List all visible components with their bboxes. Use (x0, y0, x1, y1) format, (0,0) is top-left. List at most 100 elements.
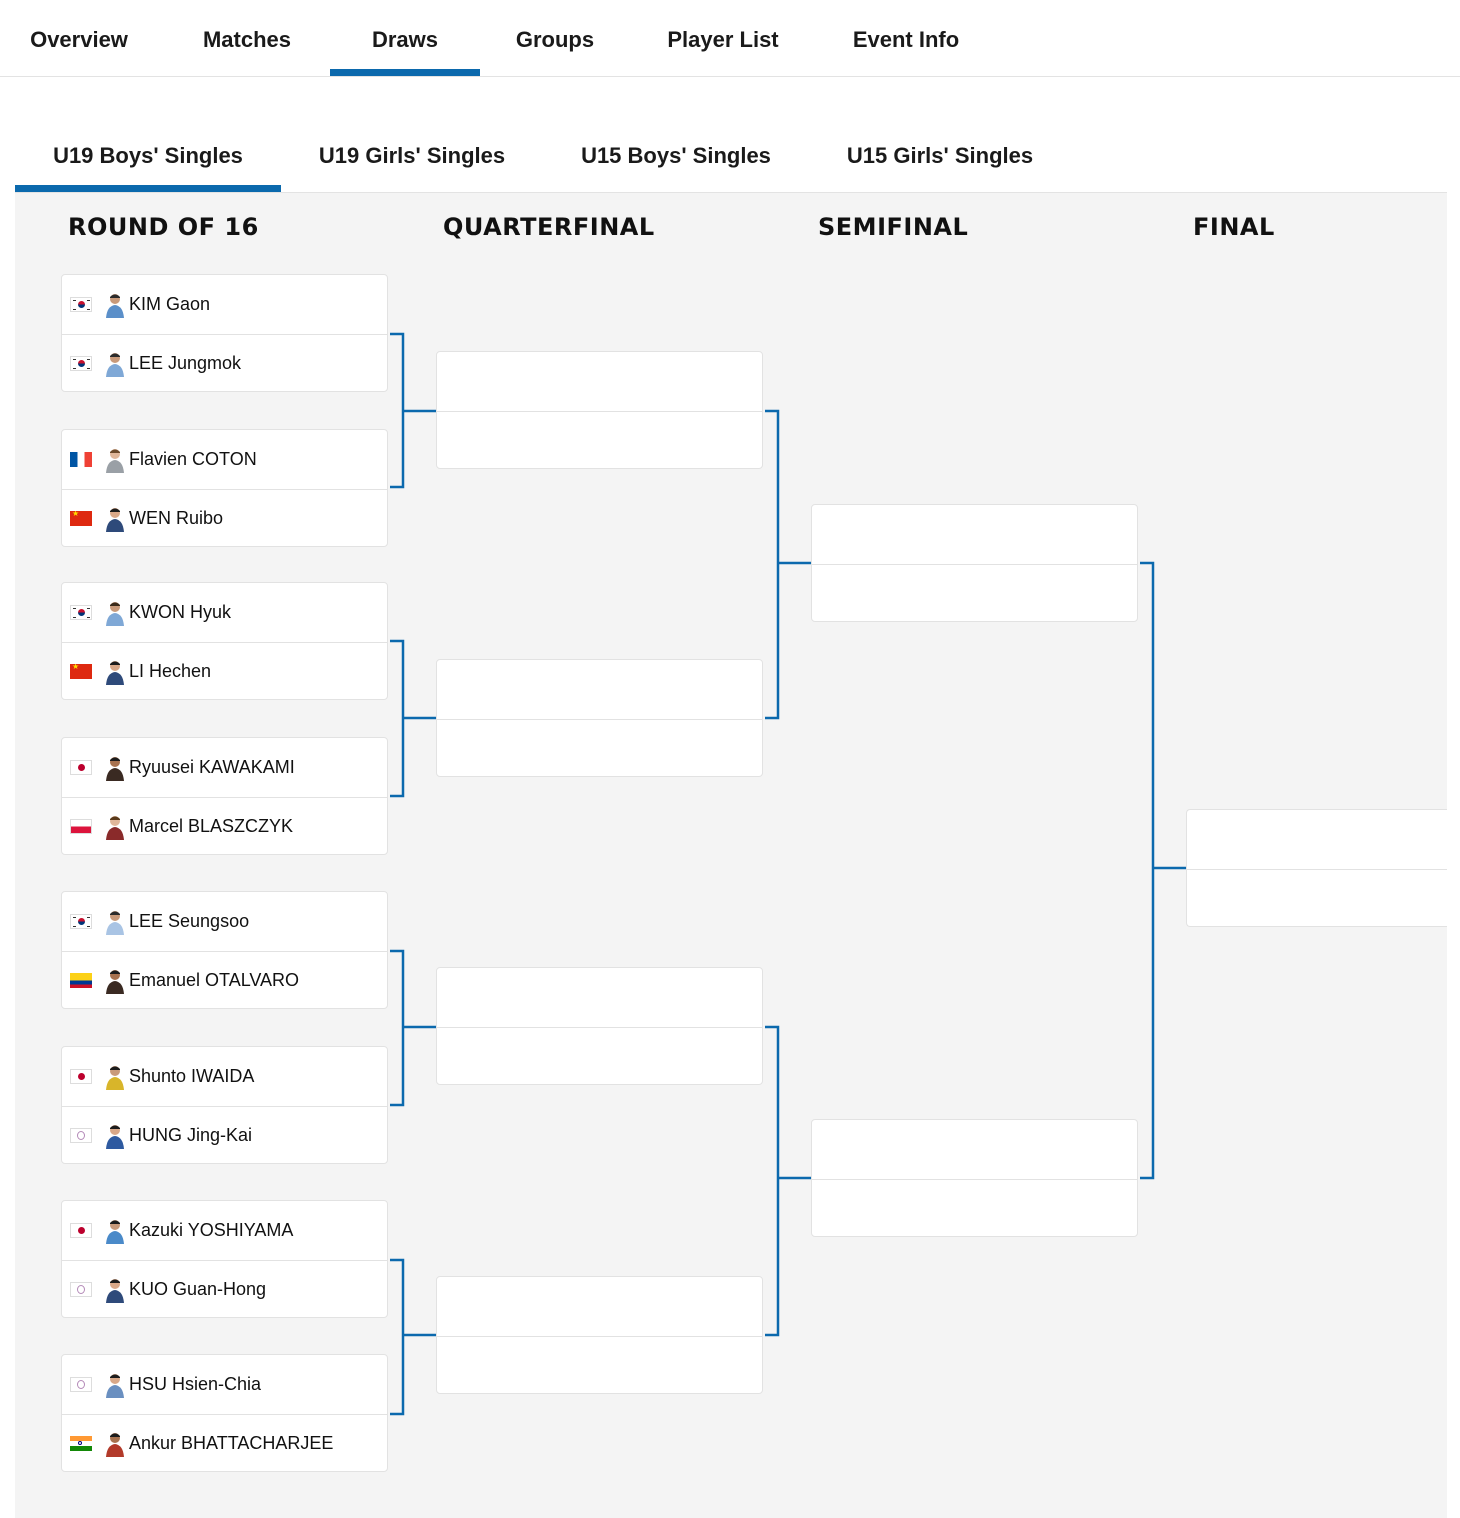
player-avatar-icon (106, 911, 124, 935)
player-name: Kazuki YOSHIYAMA (129, 1220, 294, 1240)
player-slot-empty (437, 1336, 762, 1395)
flag-korea-icon (70, 297, 92, 312)
player-avatar-icon (106, 816, 124, 840)
player-slot-empty (812, 564, 1137, 623)
flag-korea-icon (70, 605, 92, 620)
match-r16-2[interactable]: Flavien COTON WEN Ruibo (61, 429, 388, 547)
flag-chinese-taipei-icon (70, 1377, 92, 1392)
player-slot[interactable]: WEN Ruibo (62, 489, 387, 548)
player-slot-empty (812, 1179, 1137, 1238)
player-avatar-icon (106, 353, 124, 377)
player-slot[interactable]: LI Hechen (62, 642, 387, 701)
player-name: WEN Ruibo (129, 508, 224, 528)
player-avatar-icon (106, 757, 124, 781)
player-avatar-icon (106, 1066, 124, 1090)
player-slot[interactable]: Kazuki YOSHIYAMA (62, 1201, 387, 1261)
player-name: Flavien COTON (129, 449, 257, 469)
tab-u15-boys-singles[interactable]: U15 Boys' Singles (581, 143, 771, 168)
player-slot-empty (437, 411, 762, 470)
connector-r16-2 (390, 639, 405, 798)
flag-japan-icon (70, 1069, 92, 1084)
tab-event-info[interactable]: Event Info (852, 27, 960, 52)
player-slot-empty (437, 352, 762, 412)
player-slot[interactable]: KWON Hyuk (62, 583, 387, 643)
top-navigation: Overview Matches Draws Groups Player Lis… (0, 0, 1460, 77)
player-name: Shunto IWAIDA (129, 1066, 255, 1086)
draw-bracket: ROUND OF 16 QUARTERFINAL SEMIFINAL FINAL (15, 193, 1447, 1518)
flag-japan-icon (70, 760, 92, 775)
player-slot[interactable]: HUNG Jing-Kai (62, 1106, 387, 1165)
event-tabs: U19 Boys' Singles U19 Girls' Singles U15… (15, 116, 1447, 193)
player-name: KIM Gaon (129, 294, 211, 314)
round-title-semifinal: SEMIFINAL (818, 213, 969, 241)
match-sf-1[interactable] (811, 504, 1138, 622)
match-final[interactable] (1186, 809, 1447, 927)
tab-groups[interactable]: Groups (515, 27, 595, 52)
player-slot-empty (437, 1277, 762, 1337)
match-qf-4[interactable] (436, 1276, 763, 1394)
match-qf-1[interactable] (436, 351, 763, 469)
player-slot[interactable]: Shunto IWAIDA (62, 1047, 387, 1107)
player-name: Ankur BHATTACHARJEE (129, 1433, 334, 1453)
match-r16-5[interactable]: LEE Seungsoo Emanuel OTALVARO (61, 891, 388, 1009)
connector-r16-1 (390, 332, 405, 489)
connector-qf-2 (765, 1025, 780, 1337)
player-avatar-icon (106, 1220, 124, 1244)
player-avatar-icon (106, 661, 124, 685)
match-r16-6[interactable]: Shunto IWAIDA HUNG Jing-Kai (61, 1046, 388, 1164)
player-name: LEE Seungsoo (129, 911, 250, 931)
player-slot-empty (437, 1027, 762, 1086)
match-qf-3[interactable] (436, 967, 763, 1085)
match-r16-3[interactable]: KWON Hyuk LI Hechen (61, 582, 388, 700)
player-slot-empty (812, 505, 1137, 565)
player-avatar-icon (106, 508, 124, 532)
player-slot[interactable]: HSU Hsien-Chia (62, 1355, 387, 1415)
player-slot[interactable]: Ankur BHATTACHARJEE (62, 1414, 387, 1473)
flag-france-icon (70, 452, 92, 467)
player-name: HSU Hsien-Chia (129, 1374, 262, 1394)
connector-qf-1 (765, 409, 780, 720)
player-name: Marcel BLASZCZYK (129, 816, 294, 836)
match-r16-8[interactable]: HSU Hsien-Chia Ankur BHATTACHARJEE (61, 1354, 388, 1472)
tab-overview[interactable]: Overview (30, 27, 128, 52)
player-slot[interactable]: Ryuusei KAWAKAMI (62, 738, 387, 798)
tab-matches[interactable]: Matches (202, 27, 292, 52)
player-slot[interactable]: KIM Gaon (62, 275, 387, 335)
player-slot[interactable]: LEE Jungmok (62, 334, 387, 393)
player-slot[interactable]: LEE Seungsoo (62, 892, 387, 952)
flag-korea-icon (70, 356, 92, 371)
round-title-quarterfinal: QUARTERFINAL (443, 213, 655, 241)
flag-china-icon (70, 664, 92, 679)
flag-poland-icon (70, 819, 92, 834)
player-slot-empty (1187, 869, 1447, 928)
round-title-final: FINAL (1193, 213, 1275, 241)
player-avatar-icon (106, 1125, 124, 1149)
player-name: KUO Guan-Hong (129, 1279, 267, 1299)
match-qf-2[interactable] (436, 659, 763, 777)
player-avatar-icon (106, 449, 124, 473)
flag-india-icon (70, 1436, 92, 1451)
player-slot[interactable]: KUO Guan-Hong (62, 1260, 387, 1319)
match-r16-1[interactable]: KIM Gaon LEE Jungmok (61, 274, 388, 392)
tab-player-list[interactable]: Player List (667, 27, 779, 52)
player-slot-empty (437, 660, 762, 720)
player-name: HUNG Jing-Kai (129, 1125, 253, 1145)
tab-u19-boys-singles[interactable]: U19 Boys' Singles (15, 116, 281, 192)
connector-sf (1140, 561, 1155, 1180)
tab-draws[interactable]: Draws (330, 0, 480, 76)
match-r16-4[interactable]: Ryuusei KAWAKAMI Marcel BLASZCZYK (61, 737, 388, 855)
player-slot-empty (437, 719, 762, 778)
player-slot[interactable]: Flavien COTON (62, 430, 387, 490)
match-sf-2[interactable] (811, 1119, 1138, 1237)
match-r16-7[interactable]: Kazuki YOSHIYAMA KUO Guan-Hong (61, 1200, 388, 1318)
player-avatar-icon (106, 602, 124, 626)
tab-u15-girls-singles[interactable]: U15 Girls' Singles (846, 143, 1034, 168)
flag-japan-icon (70, 1223, 92, 1238)
player-avatar-icon (106, 294, 124, 318)
player-slot[interactable]: Emanuel OTALVARO (62, 951, 387, 1010)
player-slot[interactable]: Marcel BLASZCZYK (62, 797, 387, 856)
flag-china-icon (70, 511, 92, 526)
tab-u19-girls-singles[interactable]: U19 Girls' Singles (318, 143, 506, 168)
connector-r16-3 (390, 949, 405, 1107)
player-avatar-icon (106, 1433, 124, 1457)
